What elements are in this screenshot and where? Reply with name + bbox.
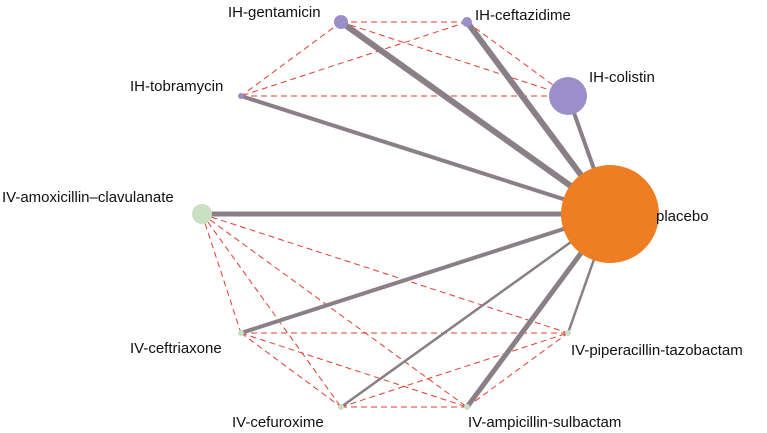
indirect-edge-iv-ceftriaxone--iv-ampicillin-sulbactam bbox=[240, 332, 468, 408]
node-ih-tobramycin bbox=[238, 93, 244, 99]
node-iv-piperacillin-tazobactam bbox=[565, 330, 571, 336]
node-iv-cefuroxime bbox=[338, 404, 344, 410]
indirect-edge-iv-amoxicillin-clavulanate--iv-cefuroxime bbox=[201, 213, 342, 408]
indirect-comparison-edges bbox=[201, 21, 569, 408]
label-ih-gentamicin: IH-gentamicin bbox=[228, 4, 321, 21]
label-iv-amoxicillin-clavulanate: IV-amoxicillin–clavulanate bbox=[2, 189, 174, 206]
label-ih-ceftazidime: IH-ceftazidime bbox=[475, 7, 571, 24]
label-iv-piperacillin-tazobactam: IV-piperacillin-tazobactam bbox=[571, 342, 743, 359]
indirect-edge-iv-amoxicillin-clavulanate--iv-ceftriaxone bbox=[201, 213, 242, 334]
indirect-edge-iv-amoxicillin-clavulanate--iv-piperacillin-tazobactam bbox=[201, 213, 569, 334]
label-placebo: placebo bbox=[656, 208, 709, 225]
direct-edge-ih-tobramycin--placebo bbox=[240, 94, 611, 216]
indirect-edge-iv-amoxicillin-clavulanate--iv-ampicillin-sulbactam bbox=[201, 213, 468, 408]
node-ih-gentamicin bbox=[334, 15, 348, 29]
node-ih-colistin bbox=[549, 77, 587, 115]
direct-comparison-edges bbox=[202, 19, 613, 409]
direct-edge-iv-ceftriaxone--placebo bbox=[240, 212, 611, 335]
indirect-edge-iv-cefuroxime--iv-piperacillin-tazobactam bbox=[340, 332, 569, 408]
treatment-nodes bbox=[192, 15, 659, 410]
direct-edge-ih-gentamicin--placebo bbox=[339, 19, 612, 217]
indirect-edge-ih-gentamicin--ih-tobramycin bbox=[240, 21, 342, 97]
node-iv-ceftriaxone bbox=[238, 330, 244, 336]
node-iv-ampicillin-sulbactam bbox=[464, 404, 470, 410]
label-ih-tobramycin: IH-tobramycin bbox=[130, 78, 223, 95]
label-iv-ceftriaxone: IV-ceftriaxone bbox=[130, 340, 222, 357]
indirect-edge-iv-ampicillin-sulbactam--iv-piperacillin-tazobactam bbox=[466, 332, 569, 408]
node-placebo bbox=[561, 165, 659, 263]
treatment-labels: IH-gentamicin IH-ceftazidime IH-colistin… bbox=[2, 4, 743, 431]
node-iv-amoxicillin-clavulanate bbox=[192, 204, 212, 224]
node-ih-ceftazidime bbox=[462, 17, 472, 27]
indirect-edge-iv-ceftriaxone--iv-cefuroxime bbox=[240, 332, 342, 408]
direct-edge-iv-cefuroxime--placebo bbox=[340, 212, 611, 409]
label-iv-cefuroxime: IV-cefuroxime bbox=[232, 414, 324, 431]
indirect-edge-ih-gentamicin--ih-colistin bbox=[340, 21, 569, 97]
label-ih-colistin: IH-colistin bbox=[589, 69, 655, 86]
label-iv-ampicillin-sulbactam: IV-ampicillin-sulbactam bbox=[468, 414, 621, 431]
indirect-edge-ih-ceftazidime--ih-colistin bbox=[466, 21, 569, 97]
